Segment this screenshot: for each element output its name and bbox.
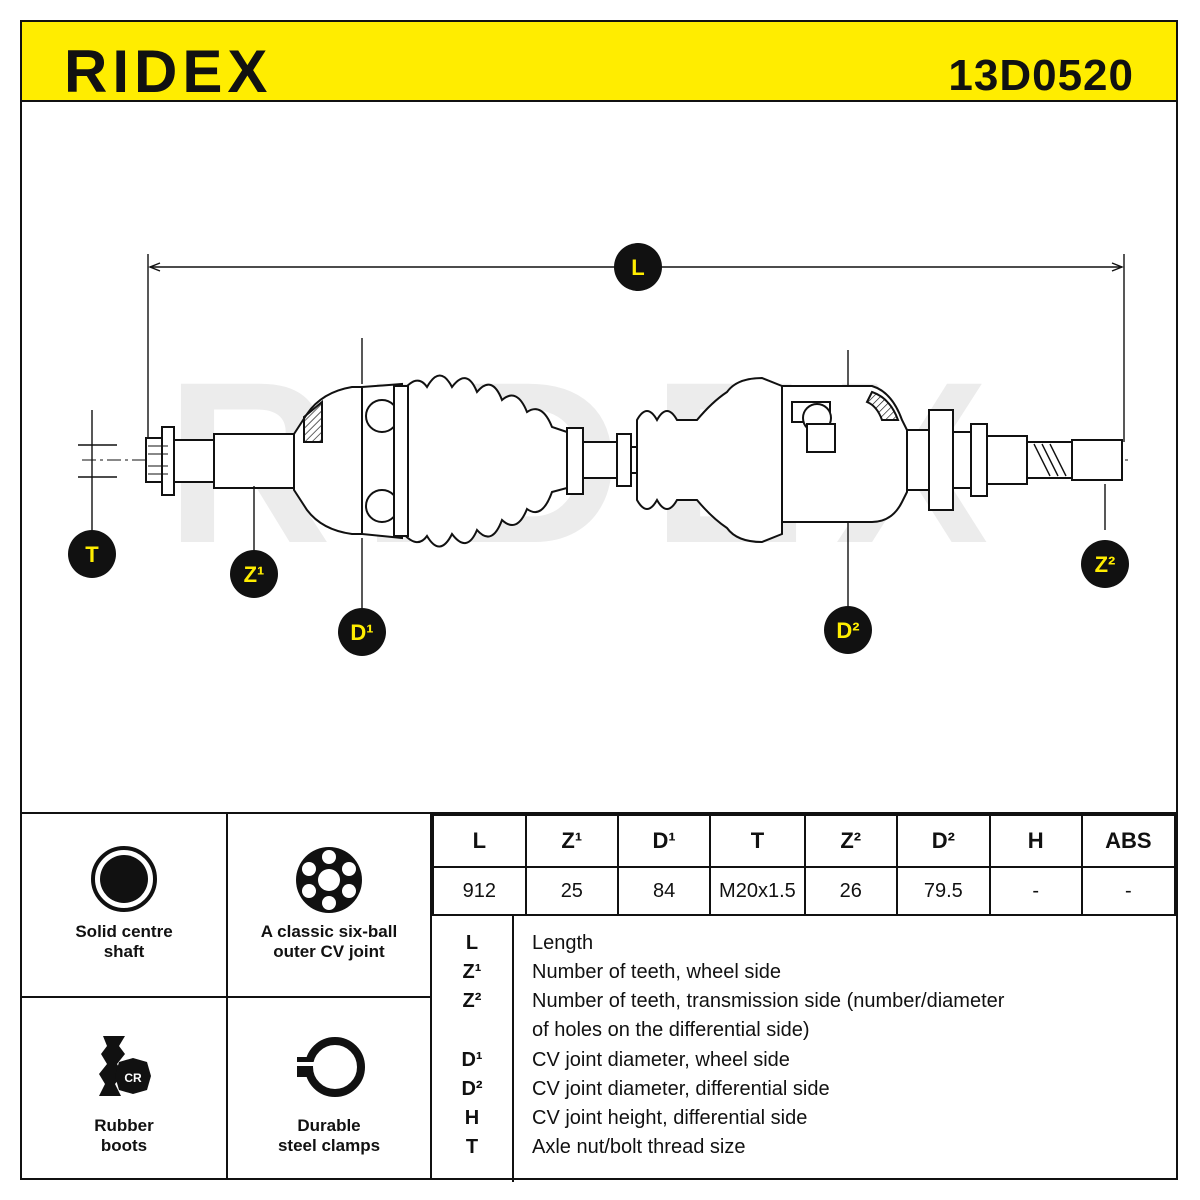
- legend-description: CV joint diameter, wheel side: [532, 1049, 790, 1071]
- svg-text:Z²: Z²: [1095, 552, 1116, 577]
- callout-D1-badge: D¹: [338, 608, 386, 656]
- spec-value-cell: -: [1080, 866, 1177, 914]
- rubber-boot-icon: CR: [99, 1036, 151, 1096]
- callout-leaders: [78, 338, 1106, 610]
- legend-description: Length: [532, 932, 594, 954]
- svg-text:L: L: [631, 255, 644, 280]
- spline-teeth: [1033, 443, 1067, 477]
- spec-header-cell: D²: [895, 814, 991, 868]
- spec-header-cell: Z¹: [524, 814, 619, 868]
- legend-description: of holes on the differential side): [532, 1019, 810, 1041]
- legend-key: L: [465, 932, 479, 954]
- legend-key: Z²: [462, 990, 482, 1012]
- legend-row: T Axle nut/bolt thread size: [432, 1136, 1176, 1165]
- part-number: 13D0520: [948, 51, 1134, 100]
- solid-shaft-icon: [91, 846, 157, 912]
- spec-value-cell: 912: [432, 866, 527, 914]
- legend-row: Z² Number of teeth, transmission side (n…: [432, 990, 1176, 1019]
- feature-label: A classic six-ball outer CV joint: [260, 922, 398, 961]
- legend-row: of holes on the differential side): [432, 1019, 1176, 1048]
- legend-row: D¹ CV joint diameter, wheel side: [432, 1049, 1176, 1078]
- legend-key: D²: [461, 1078, 483, 1100]
- spec-header-cell: D¹: [616, 814, 712, 868]
- callout-D2-badge: D²: [824, 606, 872, 654]
- feature-label: Durable steel clamps: [277, 1116, 381, 1155]
- header-bar: RIDEX 13D0520: [22, 22, 1176, 102]
- legend-key: D¹: [461, 1049, 483, 1071]
- spec-value-cell: 25: [524, 866, 619, 914]
- svg-text:CR: CR: [124, 1071, 142, 1085]
- legend-description: Axle nut/bolt thread size: [532, 1136, 746, 1158]
- inner-boot: [636, 376, 783, 544]
- outer-frame: [20, 20, 1178, 1180]
- spec-table: L Z¹ D¹ T Z² D² H ABS 912 25 84 M20x1.5 …: [432, 814, 1177, 914]
- svg-text:Z¹: Z¹: [244, 562, 265, 587]
- wheel-stub: [145, 426, 295, 496]
- legend-key: H: [464, 1107, 480, 1129]
- spec-value-cell: 79.5: [895, 866, 991, 914]
- legend-row: H CV joint height, differential side: [432, 1107, 1176, 1136]
- legend-divider: [512, 916, 514, 1182]
- legend-description: CV joint diameter, differential side: [532, 1078, 830, 1100]
- feature-divider-v2: [430, 814, 432, 1180]
- callout-Z2-badge: Z²: [1081, 540, 1129, 588]
- feature-rubber-boots: CR Rubber boots: [22, 998, 226, 1180]
- outer-cv-joint: [293, 382, 403, 540]
- legend-row: Z¹ Number of teeth, wheel side: [432, 961, 1176, 990]
- spec-value-cell: -: [988, 866, 1083, 914]
- legend-row: D² CV joint diameter, differential side: [432, 1078, 1176, 1107]
- inner-cv-joint: [781, 385, 908, 523]
- spec-header-cell: L: [432, 814, 527, 868]
- spec-value-cell: M20x1.5: [709, 866, 806, 914]
- spec-header-cell: Z²: [803, 814, 898, 868]
- spec-header-cell: T: [709, 814, 806, 868]
- feature-label: Solid centre shaft: [75, 922, 173, 961]
- spec-header-cell: ABS: [1080, 814, 1177, 868]
- spec-value-cell: 84: [616, 866, 712, 914]
- steel-clamp-icon: [295, 1037, 365, 1097]
- callout-Z1-badge: Z¹: [230, 550, 278, 598]
- legend-row: L Length: [432, 932, 1176, 961]
- feature-six-ball-joint: A classic six-ball outer CV joint: [228, 814, 430, 996]
- callout-L-badge: L: [614, 243, 662, 291]
- callout-T-badge: T: [68, 530, 116, 578]
- specification-panel: Solid centre shaft A classic six-ball ou…: [22, 812, 1177, 1182]
- brand-logo: RIDEX: [64, 38, 273, 105]
- spec-header-cell: H: [988, 814, 1083, 868]
- transmission-stub: [906, 409, 1123, 511]
- drive-shaft-drawing: RIDEX: [68, 243, 1132, 656]
- legend-description: Number of teeth, transmission side (numb…: [532, 990, 1005, 1012]
- spec-values-row: 912 25 84 M20x1.5 26 79.5 - -: [432, 866, 1177, 914]
- svg-text:T: T: [85, 542, 99, 567]
- legend-key: Z¹: [462, 961, 482, 983]
- feature-divider-h: [22, 996, 430, 998]
- svg-text:D²: D²: [836, 618, 859, 643]
- legend-description: Number of teeth, wheel side: [532, 961, 782, 983]
- legend-key: T: [465, 1136, 479, 1158]
- svg-text:D¹: D¹: [350, 620, 373, 645]
- drive-shaft-diagram: RIDEX: [22, 102, 1176, 812]
- spec-legend: L Length Z¹ Number of teeth, wheel side …: [432, 914, 1176, 1182]
- feature-solid-shaft: Solid centre shaft: [22, 814, 226, 996]
- feature-label: Rubber boots: [94, 1116, 154, 1155]
- legend-description: CV joint height, differential side: [532, 1107, 808, 1129]
- feature-steel-clamps: Durable steel clamps: [228, 998, 430, 1180]
- spec-header-row: L Z¹ D¹ T Z² D² H ABS: [432, 814, 1177, 868]
- spec-value-cell: 26: [803, 866, 898, 914]
- six-ball-joint-icon: [296, 847, 362, 913]
